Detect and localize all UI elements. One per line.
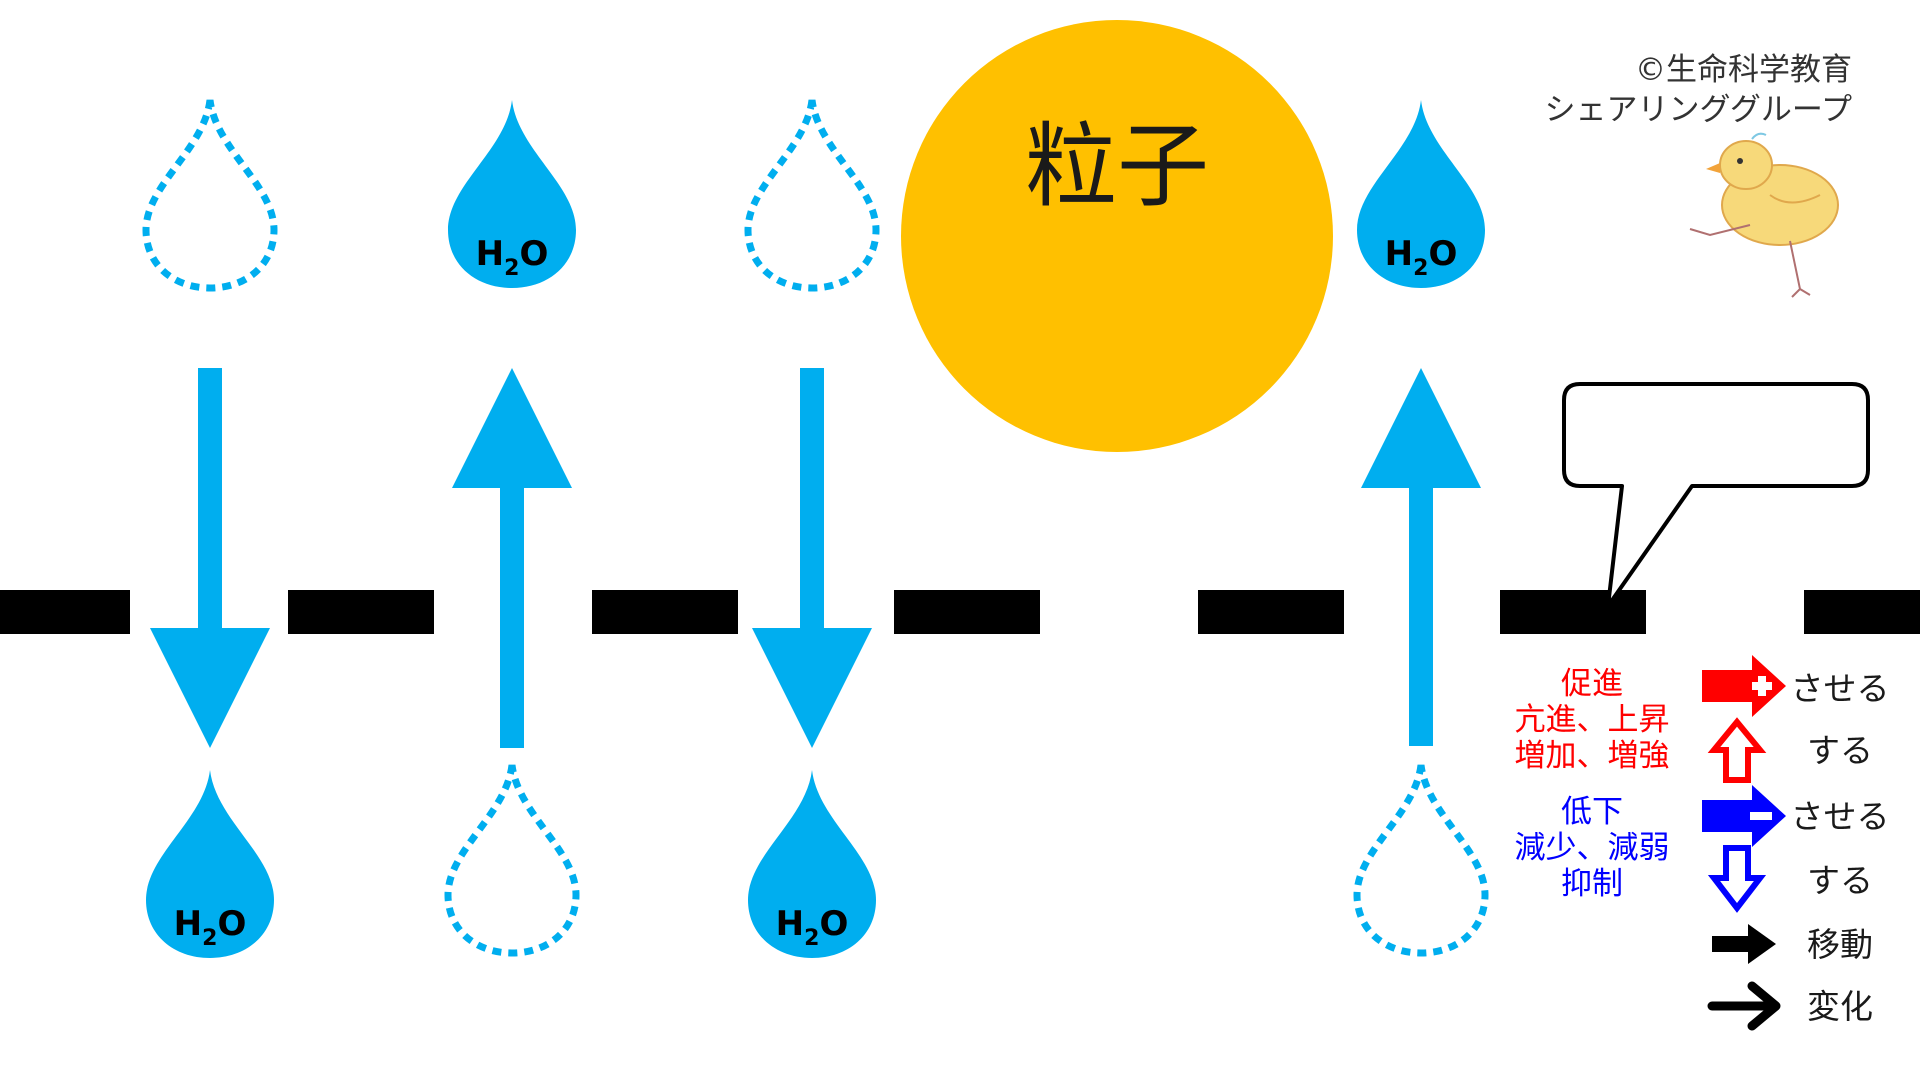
membrane-segment: [894, 590, 1040, 634]
arrow-up-water-movement: [1361, 368, 1481, 746]
legend: 促進 亢進、上昇 増加、増強 低下 減少、減弱 抑制 させる する させる する: [1515, 655, 1890, 1031]
membrane-segment: [592, 590, 738, 634]
water-molecule-label: H2O: [776, 904, 849, 951]
black-movement-arrow-icon: [1712, 924, 1776, 964]
membrane-segment: [288, 590, 434, 634]
legend-make-decrease: させる: [1791, 797, 1890, 836]
water-drop-dotted: [448, 765, 576, 953]
water-drop: H2O: [448, 100, 576, 288]
legend-decrease-term: 減少、減弱: [1515, 830, 1670, 866]
copyright-line2: シェアリンググループ: [1544, 92, 1852, 128]
membrane: [0, 590, 1920, 634]
legend-make-increase: させる: [1791, 669, 1890, 708]
chick-mascot-icon: [1689, 132, 1839, 298]
copyright-block: ©生命科学教育 シェアリンググループ: [1544, 52, 1852, 128]
red-up-arrow-icon: [1707, 717, 1767, 783]
water-molecule-label: H2O: [1385, 234, 1458, 281]
water-molecule-label: H2O: [174, 904, 247, 951]
water-drop: H2O: [1357, 100, 1485, 288]
legend-increase-term: 促進: [1561, 666, 1623, 702]
particle: 粒子: [901, 20, 1333, 452]
legend-decrease: する: [1807, 861, 1873, 900]
arrow-down-water-movement: [150, 368, 270, 748]
blue-down-arrow-icon: [1707, 845, 1767, 913]
water-drop-dotted: [748, 100, 876, 288]
particle-circle: [901, 20, 1333, 452]
blue-minus-arrow-icon: [1702, 785, 1786, 847]
water-drop: H2O: [748, 770, 876, 958]
legend-increase-term: 増加、増強: [1515, 738, 1670, 774]
membrane-segment: [1198, 590, 1344, 634]
water-drop-dotted: [146, 100, 274, 288]
legend-increase-term: 亢進、上昇: [1515, 702, 1670, 738]
arrow-up-water-movement: [452, 368, 572, 748]
water-drop-dotted: [1357, 765, 1485, 953]
membrane-segment: [1500, 590, 1646, 634]
arrow-down-water-movement: [752, 368, 872, 748]
legend-change: 変化: [1807, 987, 1873, 1026]
particle-label: 粒子: [1025, 113, 1209, 220]
legend-decrease-term: 抑制: [1561, 866, 1623, 902]
copyright-line1: ©生命科学教育: [1635, 52, 1852, 88]
legend-decrease-term: 低下: [1561, 794, 1623, 830]
speech-bubble: [1562, 382, 1870, 608]
membrane-segment: [0, 590, 130, 634]
legend-movement: 移動: [1807, 925, 1873, 964]
legend-increase: する: [1807, 731, 1873, 770]
water-molecule-label: H2O: [476, 234, 549, 281]
black-change-arrow-icon: [1707, 981, 1781, 1031]
membrane-segment: [1804, 590, 1920, 634]
water-drop: H2O: [146, 770, 274, 958]
red-plus-arrow-icon: [1702, 655, 1786, 717]
